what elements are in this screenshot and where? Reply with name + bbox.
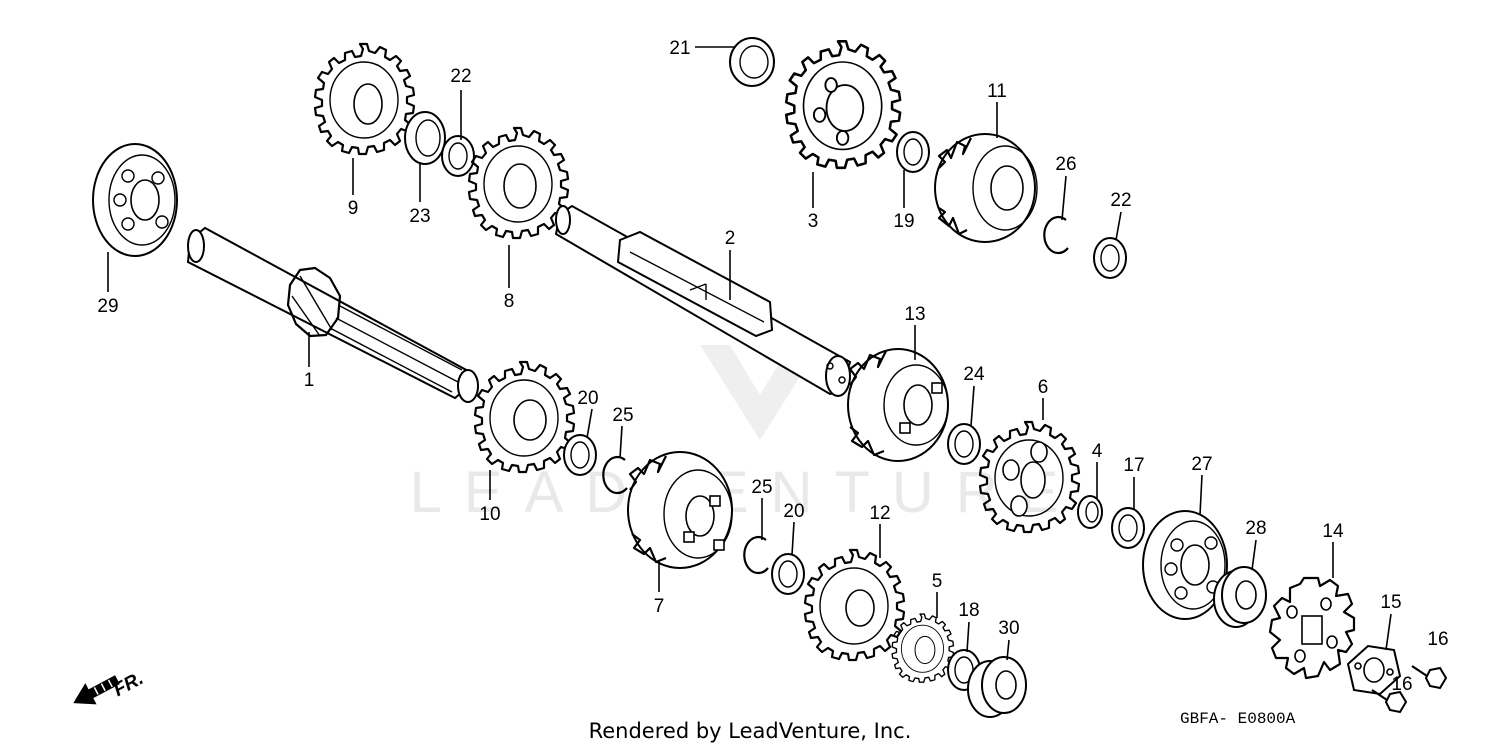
callout-4: 4 [1092,441,1103,462]
gear-11 [934,133,1038,243]
callout-20: 20 [783,501,804,522]
front-direction-indicator: FR. [73,668,147,705]
washer-22-b [1093,237,1127,279]
mainshaft-1 [186,226,479,403]
callout-25: 25 [751,477,772,498]
gear-9 [313,42,416,156]
snap-ring-26 [1043,215,1070,255]
washer-17 [1111,507,1145,549]
callout-5: 5 [932,571,943,592]
callout-2: 2 [725,228,736,249]
callout-13: 13 [904,304,925,325]
callout-20: 20 [577,388,598,409]
bearing-28 [1213,566,1267,628]
bearing-27 [1142,510,1228,620]
gear-6 [978,420,1081,534]
callout-28: 28 [1245,518,1266,539]
washer-20-b [771,553,805,595]
callout-25: 25 [612,405,633,426]
front-arrow-icon [73,675,120,705]
callout-22: 22 [450,66,471,87]
callout-24: 24 [963,364,985,385]
callout-22: 22 [1110,190,1131,211]
callout-14: 14 [1322,521,1344,542]
washer-21 [729,37,775,87]
gear-3 [784,40,902,170]
bolt-16-a [1411,665,1448,690]
gear-5 [891,613,955,683]
callout-29: 29 [97,296,118,317]
leader-lines [107,46,1392,661]
bolt-16-b [1371,689,1408,714]
bushing-23 [404,111,446,165]
fixing-plate-15 [1346,644,1402,696]
bearing-30 [967,656,1027,718]
gear-7 [627,451,733,569]
callout-19: 19 [893,211,914,232]
callout-9: 9 [348,198,359,219]
washer-19 [896,131,930,173]
callout-12: 12 [869,503,890,524]
callout-27: 27 [1191,454,1212,475]
callout-18: 18 [958,600,979,621]
callout-7: 7 [654,596,665,617]
callout-17: 17 [1123,455,1144,476]
callout-10: 10 [479,504,500,525]
gear-13 [847,348,949,462]
callout-15: 15 [1380,592,1401,613]
gear-12 [803,548,906,662]
callout-23: 23 [409,206,430,227]
washer-22-a [441,135,475,177]
callout-16: 16 [1427,629,1448,650]
callout-11: 11 [987,81,1007,102]
callout-16: 16 [1391,674,1412,695]
rendered-by-credit: Rendered by LeadVenture, Inc. [589,719,912,743]
callout-26: 26 [1055,154,1076,175]
countershaft-2 [554,204,852,397]
diagram-code: GBFA- E0800A [1180,710,1296,728]
callout-21: 21 [669,38,690,59]
callout-1: 1 [304,370,315,391]
bearing-29 [92,143,178,257]
callout-6: 6 [1038,377,1049,398]
front-label: FR. [110,668,147,701]
callout-30: 30 [998,618,1019,639]
callout-labels: 21 22 9 23 8 29 1 2 3 11 19 26 22 13 24 … [97,38,1448,695]
gear-10 [473,360,576,474]
callout-3: 3 [808,211,819,232]
bushing-4 [1077,495,1103,529]
gear-8 [467,126,570,240]
washer-24 [947,423,981,465]
callout-8: 8 [504,291,515,312]
snap-ring-25-b [743,535,770,575]
sprocket-14 [1268,576,1356,680]
washer-20-a [563,434,597,476]
